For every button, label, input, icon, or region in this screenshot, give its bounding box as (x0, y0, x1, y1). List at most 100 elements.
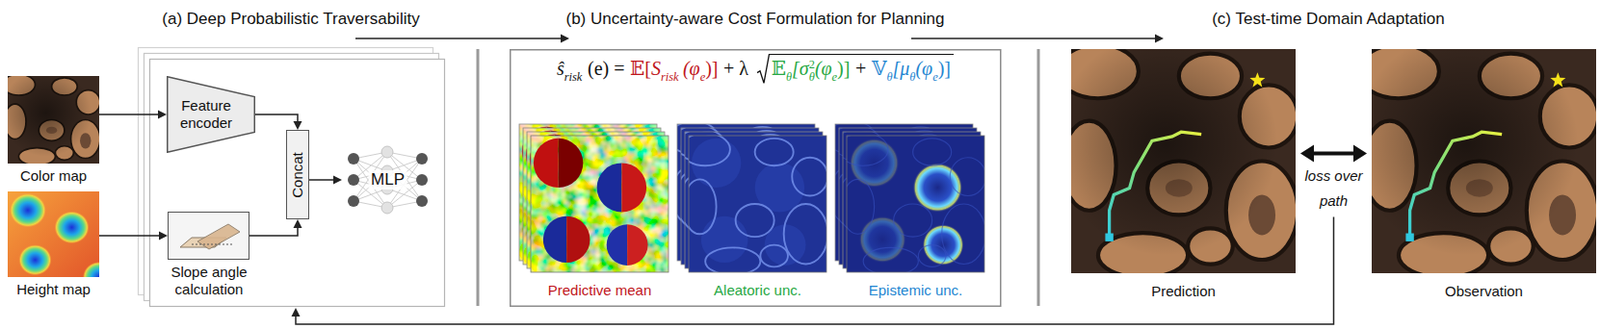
formula-term: (e) = (587, 57, 625, 79)
concat-block: Concat (286, 130, 310, 220)
arrow-head (293, 121, 303, 131)
mlp-network: MLP (341, 144, 434, 216)
formula-term: 2 (809, 58, 815, 72)
formula-term: ŝ (556, 57, 565, 79)
formula-term: θ (909, 70, 916, 84)
arrow-head (333, 176, 342, 185)
slope-box (167, 211, 250, 261)
formula-term: e (932, 70, 939, 84)
trapezoid-outline (167, 77, 256, 154)
terrain-map: Observation (1371, 49, 1597, 301)
arrow-connector (1300, 145, 1367, 163)
separator (1037, 49, 1041, 307)
radicand: 𝔼θ[σ2θ(φe)]+𝕍θ[μθ(φe)] (769, 53, 954, 85)
block-label: Feature encoder (171, 97, 241, 132)
formula-term: risk (660, 70, 680, 84)
neuron (347, 195, 360, 208)
image-frame (846, 135, 985, 273)
angle-guide (191, 244, 233, 246)
arrow-connector (99, 232, 168, 241)
mean-stack (519, 124, 669, 273)
cost-formula: ŝrisk(e) =𝔼[Srisk(φe)]+ λ𝔼θ[σ2θ(φe)]+𝕍θ[… (509, 53, 1001, 85)
formula-term: [σ (791, 57, 810, 79)
arrow-connector (99, 110, 167, 120)
formula-term: risk (564, 70, 583, 84)
slope-icon (168, 212, 248, 259)
module-panel: (a) Deep Probabilistic TraversabilityFea… (137, 5, 445, 308)
input-map: Height map (7, 191, 100, 299)
arrow-head (158, 232, 168, 241)
index-stack: 2θ (809, 58, 815, 84)
formula-term: θ (809, 71, 815, 84)
observation-map (1358, 44, 1599, 278)
input-map: Color map (7, 76, 100, 185)
color-map-image (1, 74, 101, 166)
connector-line (99, 235, 160, 237)
formula-line: ŝrisk(e) =𝔼[Srisk(φe)]+ λ𝔼θ[σ2θ(φe)]+𝕍θ[… (556, 53, 954, 85)
neuron (347, 153, 360, 165)
panel-border (510, 50, 1001, 308)
feedback-line (295, 217, 1335, 326)
arrow-head (1300, 145, 1314, 163)
arrow-connector (249, 219, 303, 237)
formula-term: )] (837, 57, 850, 79)
formula-term: + λ (723, 57, 749, 79)
arrow-connector (309, 176, 342, 185)
neuron (416, 153, 428, 165)
edge-label: loss over path (1299, 163, 1369, 214)
height-map-image (7, 191, 116, 293)
terrain-map: Prediction (1071, 49, 1296, 301)
aleatoric-stack (668, 121, 828, 276)
section-heading: (c) Test-time Domain Adaptation (1183, 9, 1473, 29)
radical-sign (757, 53, 770, 85)
panel-stack (138, 48, 446, 308)
formula-term: [μ (892, 57, 911, 79)
section-heading: (b) Uncertainty-aware Cost Formulation f… (509, 9, 1001, 29)
image-frame (530, 135, 669, 273)
radical-stroke (757, 53, 770, 83)
formula-term: (φ (915, 57, 933, 79)
formula-term: S (651, 57, 661, 79)
neuron (347, 174, 360, 186)
neuron (381, 146, 394, 158)
feedback-arrow (291, 217, 1335, 326)
image-frame (1371, 49, 1597, 274)
uncertainty-stack: Aleatoric unc. (677, 124, 827, 300)
formula-term: θ (886, 70, 892, 84)
arrow-head (1353, 145, 1367, 163)
connector-line (249, 227, 298, 237)
neuron (381, 202, 394, 214)
arrow-head (560, 34, 570, 44)
image-frame (1071, 49, 1296, 274)
arrow-head (157, 110, 167, 120)
image-caption: Color map (7, 167, 100, 185)
formula-term: 𝔼[ (629, 57, 652, 79)
module-panel: (b) Uncertainty-aware Cost Formulation f… (509, 5, 1001, 308)
stage-arrow (911, 34, 1164, 44)
image-caption: Prediction (1071, 283, 1296, 301)
arrow-head (293, 219, 303, 229)
formula-term: (φ (814, 57, 833, 79)
neuron (416, 195, 428, 208)
epistemic-stack (826, 121, 986, 276)
prediction-map (1057, 44, 1298, 278)
image-frame (7, 191, 100, 278)
formula-term: θ (786, 70, 792, 84)
image-frame (688, 135, 827, 273)
image-caption: Predictive mean (530, 282, 669, 300)
block-label: Slope angle calculation (160, 263, 258, 299)
square-root: 𝔼θ[σ2θ(φe)]+𝕍θ[μθ(φe)] (757, 53, 954, 85)
block-label: MLP (367, 170, 408, 190)
formula-term: e (832, 70, 839, 84)
tilted-plane (197, 224, 240, 250)
connector-line (99, 113, 159, 116)
block-label: Concat (288, 152, 307, 199)
slope-module: Slope angle calculation (160, 211, 258, 301)
image-frame (7, 76, 100, 164)
image-caption: Observation (1371, 283, 1597, 301)
connector-line (1312, 152, 1355, 157)
formula-term: 𝔼 (771, 57, 787, 79)
arrow-connector (255, 114, 303, 131)
connector-line (309, 179, 335, 182)
